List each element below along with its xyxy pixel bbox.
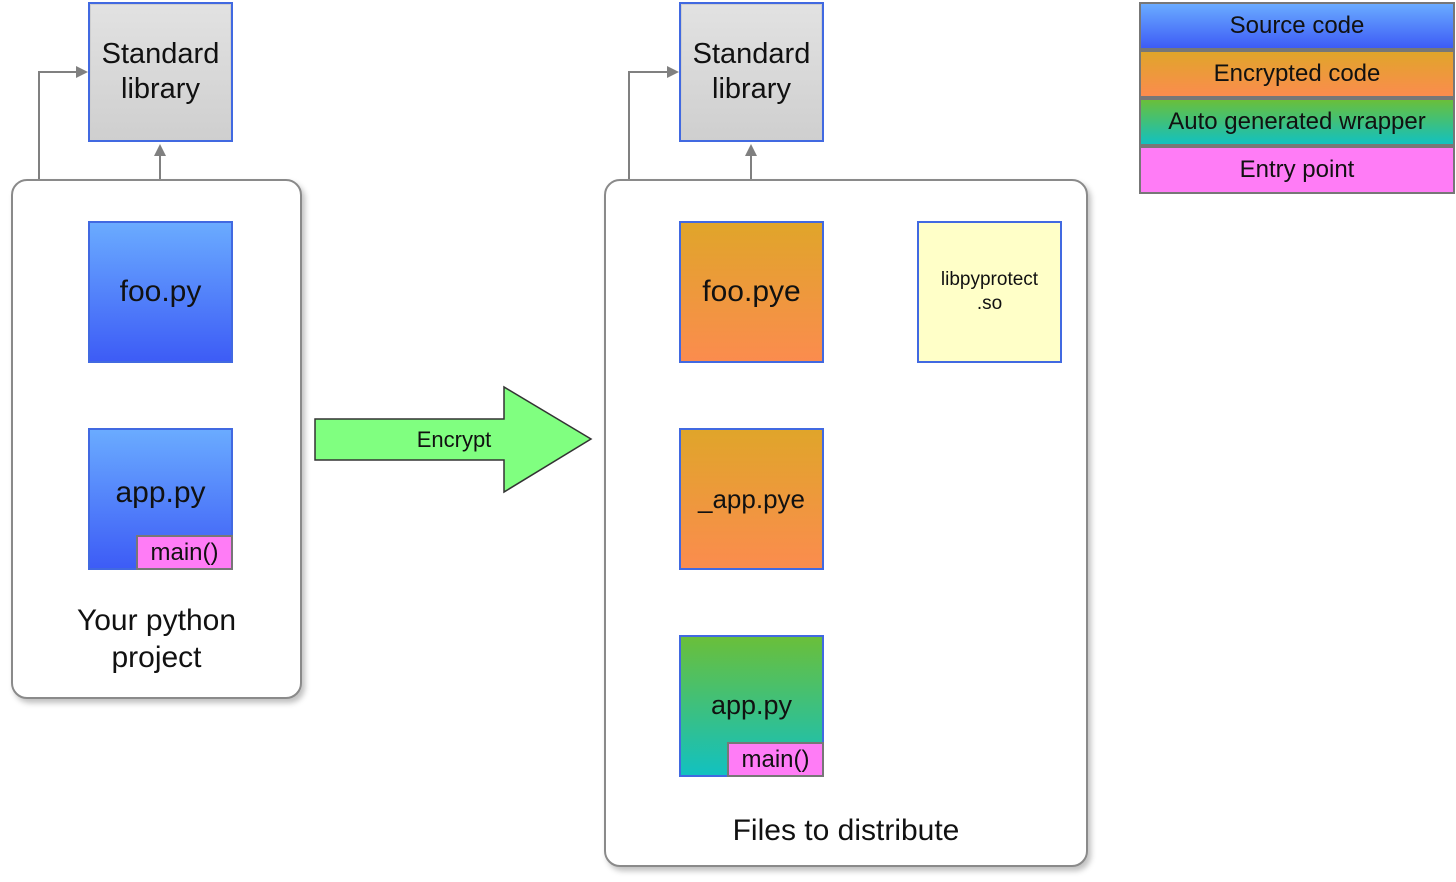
legend-auto-generated-wrapper: Auto generated wrapper xyxy=(1139,98,1455,146)
right-app-pye-box: _app.pye xyxy=(679,428,824,570)
encrypt-arrow xyxy=(314,385,593,494)
right-group-title: Files to distribute xyxy=(732,814,960,847)
encrypt-arrow-label: Encrypt xyxy=(416,427,492,452)
legend-encrypted-code: Encrypted code xyxy=(1139,50,1455,98)
right-entry-point-badge: main() xyxy=(727,742,824,777)
right-wrapper-app-label: app.py xyxy=(710,689,793,720)
legend-source-code: Source code xyxy=(1139,2,1455,50)
right-foo-pye-box: foo.pye xyxy=(679,221,824,363)
legend-entry-point: Entry point xyxy=(1139,146,1455,194)
left-foo-file-box: foo.py xyxy=(88,221,233,363)
right-stdlib-box: Standard library xyxy=(679,2,824,142)
left-group-title: Your python project xyxy=(76,604,237,674)
left-app-file-label: app.py xyxy=(115,476,206,509)
left-entry-point-badge: main() xyxy=(136,535,233,570)
left-stdlib-box: Standard library xyxy=(88,2,233,142)
libpyprotect-box: libpyprotect .so xyxy=(917,221,1062,363)
